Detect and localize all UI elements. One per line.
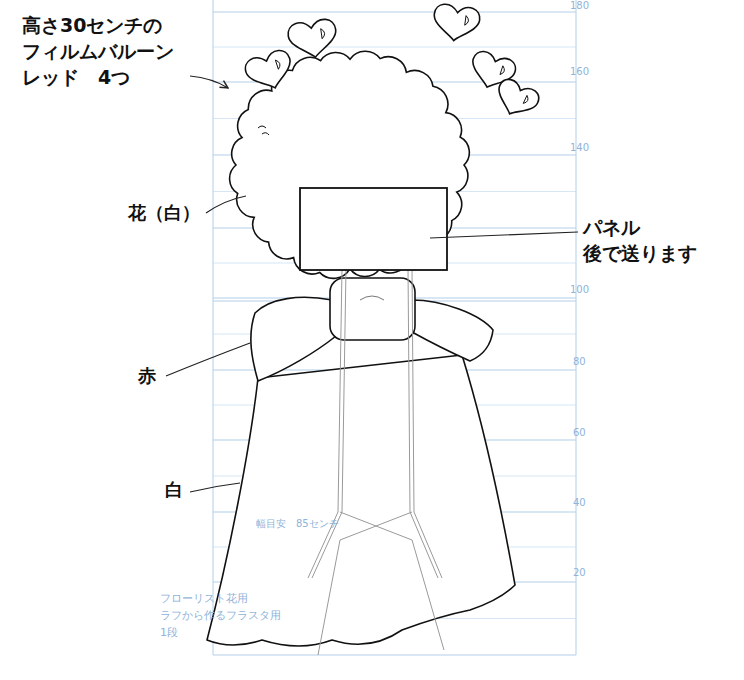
panel-rect	[300, 188, 447, 270]
callout-label: 白	[165, 478, 183, 502]
easel-leg	[338, 268, 346, 512]
heart-balloon	[243, 48, 297, 95]
heart-highlight	[321, 28, 326, 38]
leader-line	[206, 196, 246, 213]
heart-outline	[491, 76, 542, 122]
ruler-number: 80	[573, 356, 586, 368]
leader-line	[190, 483, 240, 492]
heart-outline	[243, 48, 297, 95]
ruler-number: 40	[573, 497, 586, 509]
grid-line-major	[213, 12, 576, 13]
heart-highlight	[275, 59, 281, 69]
heart-balloon	[431, 3, 481, 44]
red-right-puff	[412, 300, 493, 361]
callout-label: 花（白）	[128, 201, 200, 225]
heart-outline	[287, 18, 339, 61]
ruler-number: 160	[570, 66, 589, 78]
ruler-number: 100	[570, 284, 589, 296]
form-note: フローリスト花用 ラフから作るフラスタ用 1段	[160, 590, 292, 641]
leader-line	[166, 343, 250, 376]
callout-label: 高さ30センチの フィルムバルーン レッド 4つ	[22, 12, 212, 90]
leader-lines	[166, 76, 578, 492]
heart-highlight	[500, 66, 506, 76]
leader-arrow	[190, 76, 228, 88]
ruler-number: 180	[570, 0, 589, 12]
red-left-puff	[251, 297, 336, 381]
ruler-number: 140	[570, 142, 589, 154]
grid-line-major	[213, 655, 576, 656]
form-note: 幅目安 85センチ	[256, 517, 339, 530]
collar-notch	[360, 296, 384, 300]
heart-outline	[431, 3, 481, 44]
ruler-number: 60	[573, 427, 586, 439]
balloon-hearts	[243, 3, 542, 123]
grid-frame	[213, 0, 214, 655]
flower-cloud	[230, 51, 470, 278]
callout-label: パネル 後で送ります	[583, 214, 733, 266]
flower-outline	[230, 51, 470, 278]
leader-line	[430, 232, 578, 238]
grid-frame	[576, 0, 577, 655]
callout-label: 赤	[138, 364, 156, 388]
easel-cross	[340, 512, 412, 540]
ruler-number: 20	[573, 567, 586, 579]
flower-mark	[258, 126, 269, 135]
easel-back-leg	[318, 540, 444, 655]
grid-line-minor	[213, 47, 576, 48]
heart-balloon	[491, 76, 542, 122]
stand-body	[207, 278, 515, 646]
easel-leg	[408, 268, 414, 512]
heart-highlight	[523, 95, 529, 104]
heart-highlight	[465, 16, 469, 26]
white-skirt	[207, 355, 515, 646]
easel-stand	[308, 268, 444, 655]
heart-balloon	[287, 18, 339, 61]
red-collar	[330, 278, 415, 340]
easel-foot	[410, 512, 442, 578]
